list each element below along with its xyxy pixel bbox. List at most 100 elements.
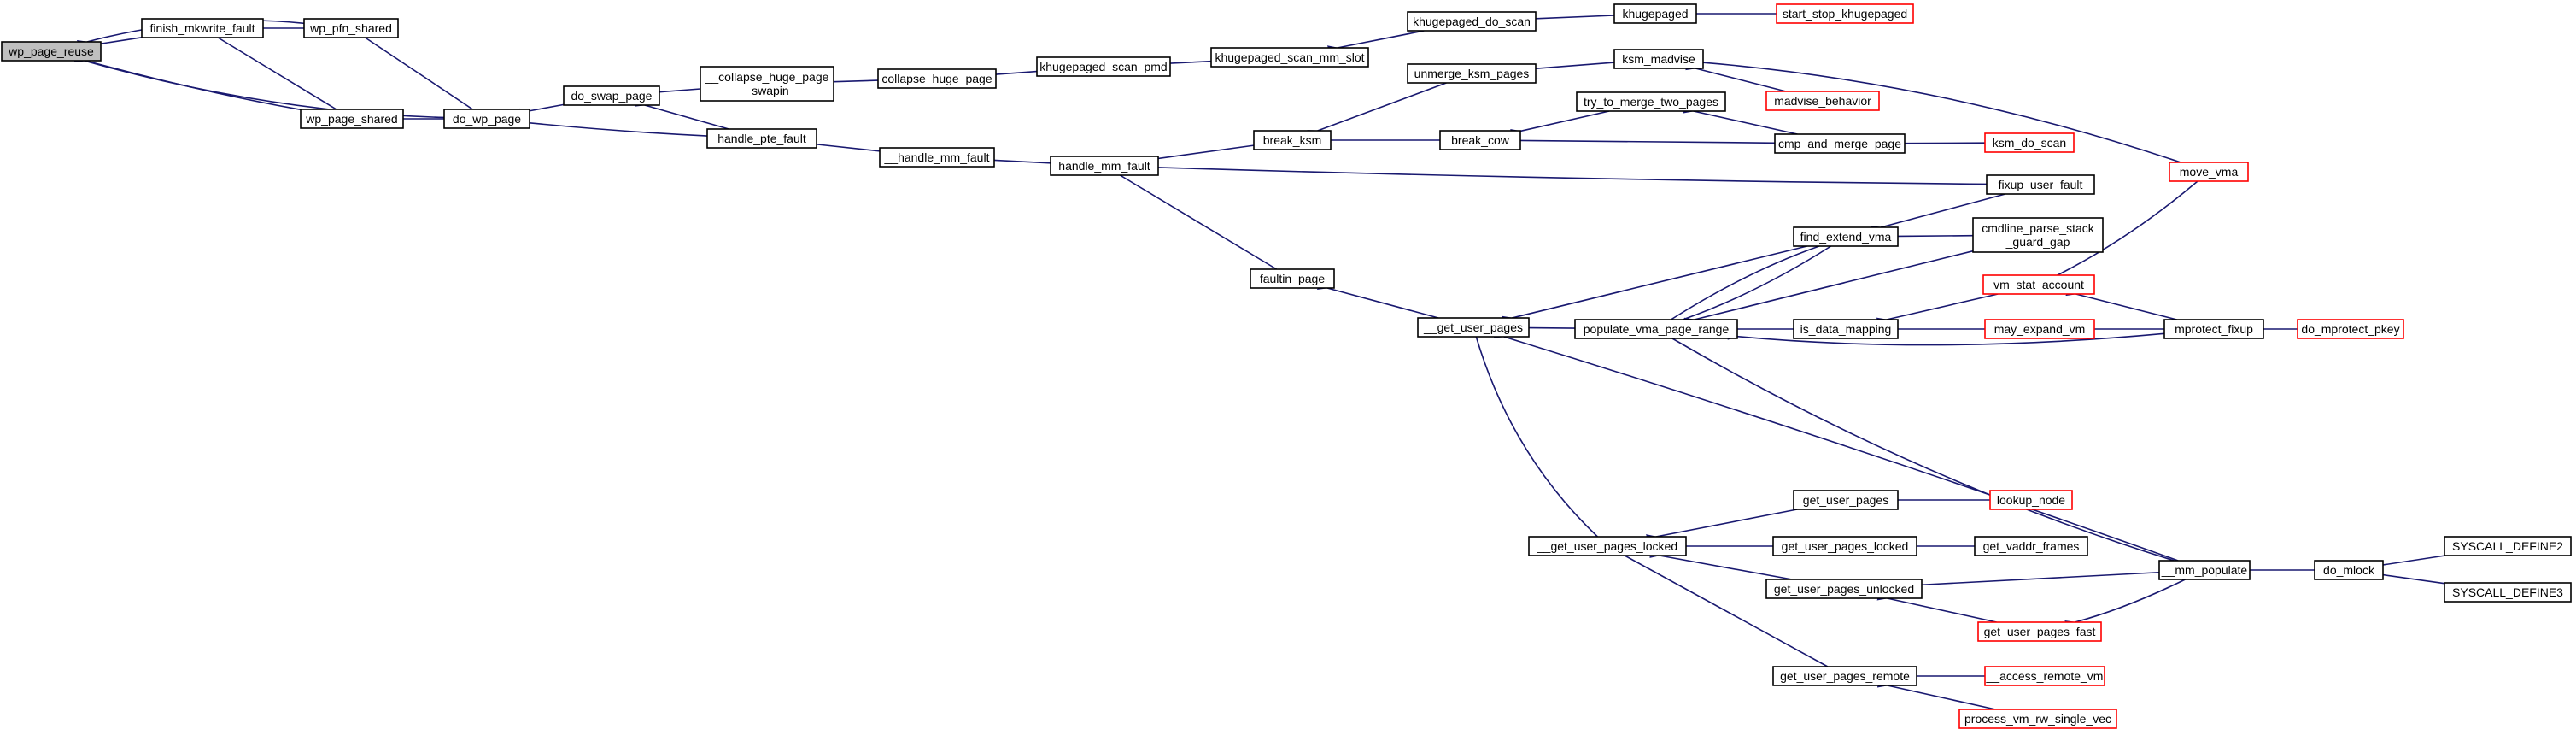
edge-get-user-pages-locked-to-get-user-pages-unlocked [1649, 550, 1793, 580]
edge-ksm-madvise-to-move-vma [1693, 57, 2181, 163]
node-box [1793, 490, 1899, 510]
node-mprotect-fixup[interactable]: mprotect_fixup [2163, 319, 2264, 339]
node-handle-mm-fault[interactable]: handle_mm_fault [1050, 156, 1159, 176]
node-may-expand-vm[interactable]: may_expand_vm [1984, 319, 2095, 339]
node-vm-stat-account[interactable]: vm_stat_account [1982, 274, 2095, 295]
node-box [700, 66, 834, 102]
node-access-remote-vm[interactable]: __access_remote_vm [1984, 666, 2105, 686]
node-get-user-pages-locked[interactable]: get_user_pages_locked [1772, 536, 1917, 556]
node-cmp-and-merge-page[interactable]: cmp_and_merge_page [1774, 133, 1906, 154]
node-unmerge-ksm-pages[interactable]: unmerge_ksm_pages [1407, 63, 1537, 84]
node-box [1986, 174, 2095, 195]
node-box [1439, 130, 1521, 150]
edge-collapse-huge-page-to-khugepaged-scan-pmd [986, 70, 1038, 79]
edge-faultin-page-to-get-user-pages [1316, 281, 1439, 319]
node-label: try_to_merge_two_pages [1584, 95, 1718, 109]
node-label: start_stop_khugepaged [1783, 7, 1907, 21]
node-collapse-huge-page[interactable]: collapse_huge_page [877, 68, 997, 89]
node-mm-populate[interactable]: __mm_populate [2158, 560, 2251, 580]
node-box [1765, 579, 1923, 599]
node-move-vma[interactable]: move_vma [2169, 162, 2249, 182]
node-get-user-pages-remote[interactable]: get_user_pages_remote [1772, 666, 1917, 686]
node-do-mlock[interactable]: do_mlock [2314, 560, 2384, 580]
node-populate-vma-page-range[interactable]: populate_vma_page_range [1574, 319, 1738, 339]
node-find-extend-vma[interactable]: find_extend_vma [1793, 226, 1899, 247]
node-get-vaddr-frames[interactable]: get_vaddr_frames [1974, 536, 2088, 556]
edge-try-to-merge-two-pages-to-cmp-and-merge-page [1683, 104, 1798, 135]
edge-find-extend-vma-to-populate-vma-page-range [1682, 237, 1841, 320]
node-box [2444, 582, 2572, 603]
edge-get-user-pages-locked-to-get-user-pages-remote [1614, 547, 1829, 667]
node-do-wp-page[interactable]: do_wp_page [443, 109, 530, 129]
edge-find-extend-vma-to-fixup-user-fault [1871, 193, 2006, 234]
node-handle-pte-fault[interactable]: handle_pte_fault [706, 128, 817, 149]
node-box [141, 18, 264, 38]
node-box [1574, 319, 1738, 339]
node-get-user-pages-fast[interactable]: get_user_pages_fast [1977, 621, 2102, 642]
node-break-cow[interactable]: break_cow [1439, 130, 1521, 150]
node-start-stop-khugepaged[interactable]: start_stop_khugepaged [1776, 3, 1914, 24]
node-label: vm_stat_account [1993, 278, 2084, 291]
node-khugepaged-do-scan[interactable]: khugepaged_do_scan [1407, 11, 1537, 32]
node-ksm-madvise[interactable]: ksm_madvise [1613, 49, 1704, 69]
node-wp-page-reuse[interactable]: wp_page_reuse [1, 41, 102, 62]
node-khugepaged[interactable]: khugepaged [1613, 3, 1697, 24]
edge-collapse-huge-page-swapin-to-collapse-huge-page [823, 77, 879, 86]
node-syscall-define3[interactable]: SYSCALL_DEFINE3 [2444, 582, 2572, 603]
node-label: populate_vma_page_range [1584, 322, 1730, 336]
node-label: do_swap_page [571, 89, 653, 103]
edge-do-swap-page-to-collapse-huge-page-swapin [649, 88, 701, 97]
node-fixup-user-fault[interactable]: fixup_user_fault [1986, 174, 2095, 195]
node-collapse-huge-page-swapin[interactable]: __collapse_huge_page_swapin [700, 66, 834, 102]
node-box [706, 128, 817, 149]
node-do-swap-page[interactable]: do_swap_page [563, 85, 660, 106]
edges-layer [73, 9, 2446, 710]
node-label: khugepaged [1622, 7, 1688, 21]
node-is-data-mapping[interactable]: is_data_mapping [1793, 319, 1899, 339]
node-faultin-page[interactable]: faultin_page [1250, 268, 1335, 289]
node-process-vm-rw-single-vec[interactable]: process_vm_rw_single_vec [1958, 709, 2117, 729]
node-khugepaged-scan-mm-slot[interactable]: khugepaged_scan_mm_slot [1210, 47, 1369, 68]
node-break-ksm[interactable]: break_ksm [1253, 130, 1332, 150]
node-try-to-merge-two-pages[interactable]: try_to_merge_two_pages [1576, 91, 1726, 112]
edge-handle-mm-fault-to-faultin-page [1109, 167, 1278, 270]
edge-get-user-pages-fast-to-mm-populate [2064, 579, 2186, 629]
node-madvise-behavior[interactable]: madvise_behavior [1765, 91, 1880, 111]
node-label: SYSCALL_DEFINE3 [2452, 585, 2563, 599]
nodes-layer: wp_page_reuse finish_mkwrite_fault wp_pfn_… [1, 3, 2572, 729]
node-get-user-pages[interactable]: get_user_pages [1793, 490, 1899, 510]
node-get-user-pages-locked[interactable]: __get_user_pages_locked [1528, 536, 1687, 556]
node-label: ksm_do_scan [1993, 136, 2066, 150]
edge-wp-page-reuse-to-finish-mkwrite-fault [91, 37, 143, 50]
node-syscall-define2[interactable]: SYSCALL_DEFINE2 [2444, 536, 2572, 556]
node-wp-pfn-shared[interactable]: wp_pfn_shared [303, 18, 399, 38]
node-label: __mm_populate [2161, 563, 2248, 577]
node-wp-page-shared[interactable]: wp_page_shared [300, 109, 404, 129]
node-lookup-node[interactable]: lookup_node [1989, 490, 2073, 510]
node-box [877, 68, 997, 89]
node-label: lookup_node [1997, 493, 2065, 507]
node-label: __get_user_pages [1423, 320, 1523, 334]
node-box [1974, 536, 2088, 556]
node-box [1407, 11, 1537, 32]
node-finish-mkwrite-fault[interactable]: finish_mkwrite_fault [141, 18, 264, 38]
node-khugepaged-scan-pmd[interactable]: khugepaged_scan_pmd [1036, 56, 1171, 77]
node-cmdline-parse-stack-guard-gap[interactable]: cmdline_parse_stack_guard_gap [1972, 217, 2104, 253]
node-box [1036, 56, 1171, 77]
node-do-mprotect-pkey[interactable]: do_mprotect_pkey [2297, 319, 2404, 339]
node-ksm-do-scan[interactable]: ksm_do_scan [1984, 132, 2075, 153]
node-get-user-pages[interactable]: __get_user_pages [1417, 317, 1530, 338]
edge-break-cow-to-cmp-and-merge-page [1510, 136, 1776, 145]
node-box [1772, 666, 1917, 686]
node-label: unmerge_ksm_pages [1414, 67, 1530, 80]
node-get-user-pages-unlocked[interactable]: get_user_pages_unlocked [1765, 579, 1923, 599]
node-handle-mm-fault[interactable]: __handle_mm_fault [879, 147, 995, 168]
node-label: is_data_mapping [1800, 322, 1892, 336]
edge-ksm-madvise-to-madvise-behavior [1685, 62, 1787, 92]
node-label: break_ksm [1263, 133, 1321, 147]
node-label: process_vm_rw_single_vec [1964, 712, 2111, 726]
node-label: get_user_pages_locked [1782, 539, 1909, 553]
node-box [2297, 319, 2404, 339]
node-label: cmp_and_merge_page [1778, 137, 1901, 150]
edge-do-swap-page-to-handle-pte-fault [634, 98, 729, 130]
